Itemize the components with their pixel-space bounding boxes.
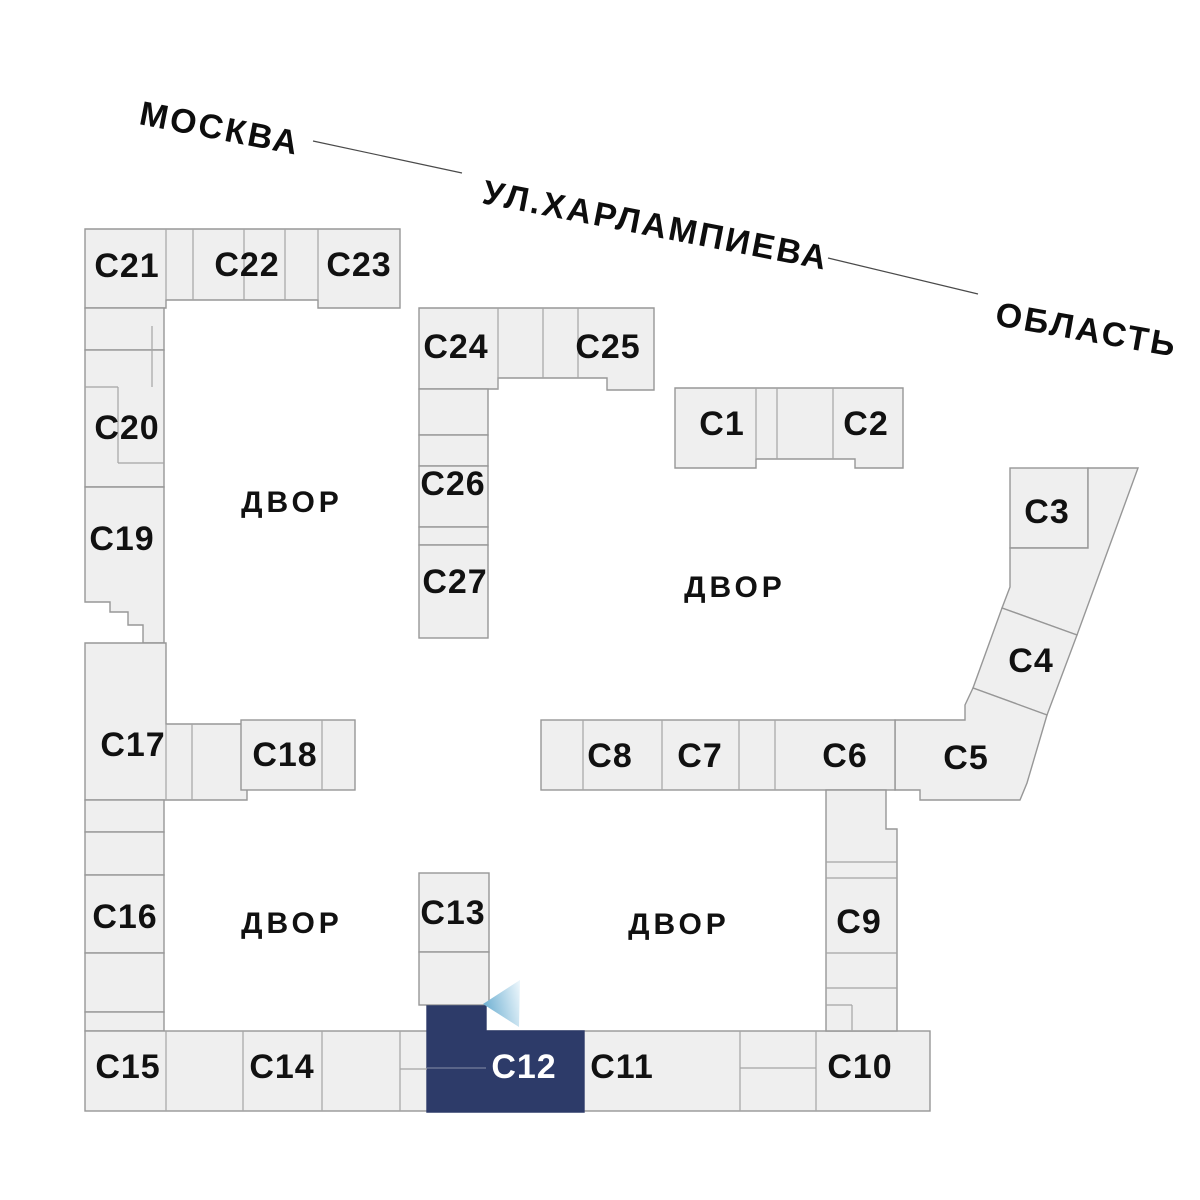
buildings-layer <box>84 228 1140 1113</box>
building-label-c2: C2 <box>843 405 888 443</box>
building-segment-left-1[interactable] <box>84 307 165 351</box>
courtyard-labels: ДВОР ДВОР ДВОР ДВОР <box>241 486 786 941</box>
building-segment-left-5[interactable] <box>84 1011 165 1032</box>
building-label-c3: C3 <box>1024 493 1069 531</box>
street-label-moscow: МОСКВА <box>136 95 303 163</box>
building-label-c9: C9 <box>836 903 881 941</box>
building-label-c8: C8 <box>587 737 632 775</box>
building-band-segment[interactable] <box>1001 467 1140 636</box>
building-internal-lines <box>85 229 897 1111</box>
building-label-c14: C14 <box>249 1048 314 1086</box>
building-c27[interactable] <box>418 544 489 639</box>
building-label-c7: C7 <box>677 737 722 775</box>
street-label-oblast: ОБЛАСТЬ <box>993 295 1181 364</box>
courtyard-label-bottom-left: ДВОР <box>241 907 343 940</box>
building-label-c20: C20 <box>94 409 159 447</box>
building-label-c26: C26 <box>420 465 485 503</box>
building-label-c16: C16 <box>92 898 157 936</box>
building-c9-strip[interactable] <box>825 789 898 1032</box>
building-segment-col-3[interactable] <box>418 526 489 546</box>
building-c13-segment[interactable] <box>418 951 490 1006</box>
building-label-c24: C24 <box>423 328 488 366</box>
building-label-c12: C12 <box>491 1048 556 1086</box>
courtyard-label-bottom-right: ДВОР <box>628 908 730 941</box>
building-c5[interactable] <box>894 687 1048 801</box>
building-c19[interactable] <box>84 486 165 644</box>
street-leader-line-1 <box>312 140 463 174</box>
building-label-c13: C13 <box>420 894 485 932</box>
building-c12-selected[interactable] <box>426 1005 585 1113</box>
courtyard-label-top-right: ДВОР <box>684 571 786 604</box>
building-c1-c2[interactable] <box>674 387 904 469</box>
building-label-c21: C21 <box>94 247 159 285</box>
building-label-c25: C25 <box>575 328 640 366</box>
building-label-c18: C18 <box>252 736 317 774</box>
building-segment-col-1[interactable] <box>418 388 489 436</box>
building-segment-col-2[interactable] <box>418 434 489 467</box>
building-label-c17: C17 <box>100 726 165 764</box>
building-c3[interactable] <box>1009 467 1089 549</box>
building-label-c5: C5 <box>943 739 988 777</box>
building-label-c23: C23 <box>326 246 391 284</box>
building-segment-left-4[interactable] <box>84 952 165 1013</box>
building-label-c22: C22 <box>214 246 279 284</box>
building-segment-left-3[interactable] <box>84 831 165 876</box>
street-leader-line-2 <box>827 257 979 295</box>
courtyard-label-top-left: ДВОР <box>241 486 343 519</box>
building-c20[interactable] <box>84 349 165 488</box>
building-c16[interactable] <box>84 874 165 954</box>
building-c18[interactable] <box>240 719 356 791</box>
building-label-c1: C1 <box>699 405 744 443</box>
building-c6-c8-row[interactable] <box>540 719 896 791</box>
street-label-kharlampieva: УЛ.ХАРЛАМПИЕВА <box>479 174 831 278</box>
building-label-c19: C19 <box>89 520 154 558</box>
selection-cursor-beam-icon <box>483 980 520 1027</box>
building-label-c11: C11 <box>590 1048 654 1086</box>
building-c26[interactable] <box>418 465 489 528</box>
building-labels: C21 C22 C23 C24 C25 C26 C27 C1 C2 C3 C4 … <box>89 246 1069 1086</box>
building-label-c27: C27 <box>422 563 487 601</box>
building-label-c10: C10 <box>827 1048 892 1086</box>
building-segment-left-2[interactable] <box>84 799 165 833</box>
building-label-c6: C6 <box>822 737 867 775</box>
building-label-c4: C4 <box>1008 642 1053 680</box>
building-label-c15: C15 <box>95 1048 160 1086</box>
